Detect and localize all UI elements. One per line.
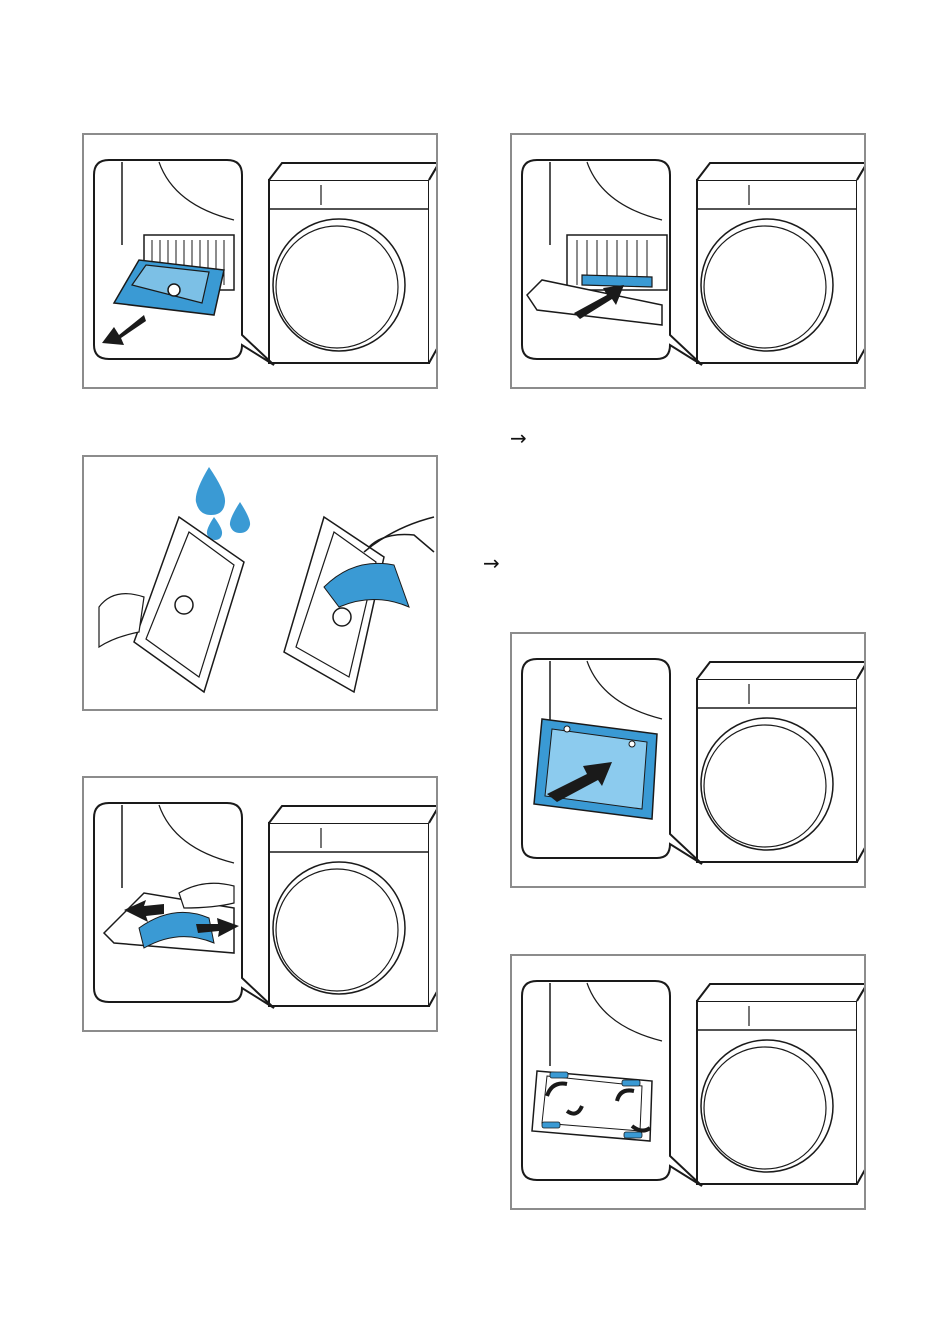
water-drop-icon <box>196 467 225 515</box>
step-panel-insert-cover <box>510 632 866 888</box>
step-panel-insert-filter <box>510 133 866 389</box>
step-panel-lock-levers <box>510 954 866 1210</box>
step-panel-wipe-compartment <box>82 776 438 1032</box>
step-panel-rinse-filter <box>82 455 438 711</box>
result-arrow-icon: → <box>483 553 500 573</box>
step-panel-remove-filter <box>82 133 438 389</box>
result-arrow-icon: → <box>510 428 527 448</box>
